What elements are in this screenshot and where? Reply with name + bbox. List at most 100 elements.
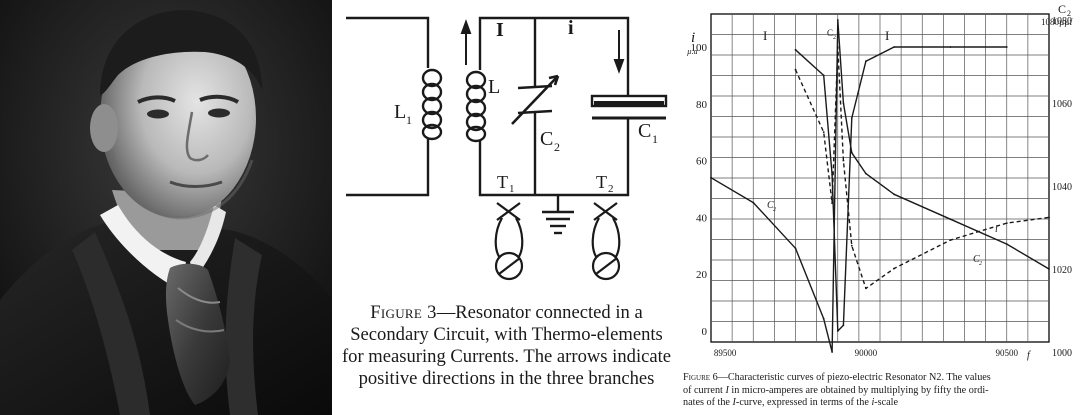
label-t2-subscript: 2 <box>608 183 614 195</box>
data-point-i <box>893 267 895 270</box>
label-l1-subscript: 1 <box>406 113 412 127</box>
data-point-c <box>893 193 895 196</box>
x-axis-tick-label: 89500 <box>714 348 737 358</box>
data-point-i <box>822 74 825 77</box>
figure-6-caption: Figure 6—Characteristic curves of piezo-… <box>683 372 1078 410</box>
data-point-c <box>1048 268 1050 270</box>
data-point-c <box>831 351 833 353</box>
variable-capacitor-c2 <box>511 74 560 125</box>
left-axis-tick-label: 20 <box>696 269 708 281</box>
data-point-c <box>865 172 867 175</box>
label-l1: L <box>394 101 406 123</box>
label-c1: C <box>638 120 651 142</box>
resonator-circuit-diagram: L 1 L I i C 2 C 1 T 1 T 2 <box>346 16 668 281</box>
figure-3-panel: L 1 L I i C 2 C 1 T 1 T 2 Figure 3—Reson… <box>332 0 677 415</box>
curve-label-c2-left-subscript: 2 <box>773 207 776 213</box>
curve-label-c2-left: C <box>767 200 774 211</box>
ground-symbol <box>542 195 574 235</box>
left-axis-tick-label: 80 <box>696 99 708 111</box>
data-point-c <box>794 247 797 250</box>
current-arrow-i-left <box>460 19 472 65</box>
left-axis-symbol: i <box>691 30 695 46</box>
data-point-c <box>949 218 952 221</box>
left-axis-tick-label: 60 <box>696 156 708 168</box>
data-point-c <box>836 19 839 21</box>
data-point-i <box>822 131 825 134</box>
x-axis-symbol: f <box>1027 350 1031 361</box>
curve-label-c2-top-subscript: 2 <box>833 35 836 41</box>
data-point-i <box>831 202 833 205</box>
right-axis-subscript: 2 <box>1067 9 1071 18</box>
data-point-c <box>842 102 845 104</box>
data-point-i <box>850 117 853 119</box>
right-axis-tick-label: 1040 <box>1052 182 1072 193</box>
data-point-i <box>794 68 797 71</box>
figure-6-caption-italic-i-2: I <box>732 397 736 408</box>
left-axis-unit: µ.a <box>687 47 698 56</box>
data-point-i <box>1005 46 1008 48</box>
current-arrow-i-right <box>613 30 625 74</box>
data-point-c <box>1005 243 1008 246</box>
data-point-c <box>710 176 712 179</box>
thermo-element-t1 <box>494 202 524 281</box>
curve-label-c2-right-subscript: 2 <box>979 261 982 267</box>
figure-3-label: Figure 3 <box>370 302 437 323</box>
label-c1-subscript: 1 <box>652 132 658 146</box>
data-point-i <box>794 48 797 51</box>
label-c2: C <box>540 128 553 150</box>
x-axis-tick-label: 90500 <box>996 348 1019 358</box>
curve-label-c2-right: C <box>973 254 980 265</box>
figure-6-label: Figure 6 <box>683 372 718 383</box>
chart-curves <box>710 19 1050 353</box>
right-axis-symbol: C <box>1058 2 1066 16</box>
data-point-i <box>1005 222 1008 225</box>
crystal-resonator-c1 <box>590 94 668 120</box>
figure-3-caption-text: —Resonator connected in a Secondary Circ… <box>341 302 672 389</box>
right-axis-top-label: 1080µµf <box>1041 17 1072 27</box>
x-axis-tick-label: 90000 <box>855 348 878 358</box>
figure-6-caption-part-4: nates of the <box>683 397 733 408</box>
data-point-i <box>1048 216 1050 219</box>
data-point-c <box>822 317 825 320</box>
data-point-i <box>850 244 853 247</box>
figure-6-caption-part-2: of current <box>683 384 726 396</box>
label-t1: T <box>497 172 508 192</box>
right-axis-tick-label: 1080 <box>1052 16 1072 27</box>
label-t1-subscript: 1 <box>509 183 515 195</box>
label-c2-subscript: 2 <box>554 140 560 154</box>
data-point-i <box>949 46 952 48</box>
curve-label-i-right: I <box>885 28 889 43</box>
data-point-i <box>865 287 867 290</box>
thermo-element-t2 <box>591 202 621 281</box>
curve-label-i-dashed: i <box>995 224 998 235</box>
chart-grid <box>710 13 1050 343</box>
label-current-big-i: I <box>496 19 504 41</box>
coil-l1 <box>421 68 443 141</box>
portrait-illustration <box>0 0 332 415</box>
left-axis-tick-label: 100 <box>691 42 708 54</box>
data-point-c <box>752 201 755 204</box>
data-point-i <box>842 159 845 162</box>
label-l: L <box>488 76 500 98</box>
data-point-c <box>850 151 853 154</box>
left-axis-tick-label: 40 <box>696 212 708 224</box>
figure-6-caption-line-1: —Characteristic curves of piezo-electric… <box>717 372 991 383</box>
right-axis-tick-label: 1000 <box>1052 348 1072 359</box>
data-point-i <box>949 239 952 242</box>
data-point-i <box>865 60 867 63</box>
figure-6-caption-italic-i-3: i <box>871 397 875 408</box>
right-axis-tick-label: 1020 <box>1052 265 1072 276</box>
portrait-photo <box>0 0 332 415</box>
data-point-i <box>836 330 839 332</box>
curve-label-i-left: I <box>763 28 767 43</box>
curve-i-solid-0 <box>795 46 1007 332</box>
figure-6-caption-part-6: -scale <box>874 397 899 408</box>
figure-6-caption-part-5: -curve, expressed in terms of the <box>735 397 872 408</box>
coil-l <box>465 70 487 143</box>
figure-6-caption-part-3: in micro-amperes are obtained by multipl… <box>728 384 989 396</box>
label-current-small-i: i <box>568 17 574 39</box>
